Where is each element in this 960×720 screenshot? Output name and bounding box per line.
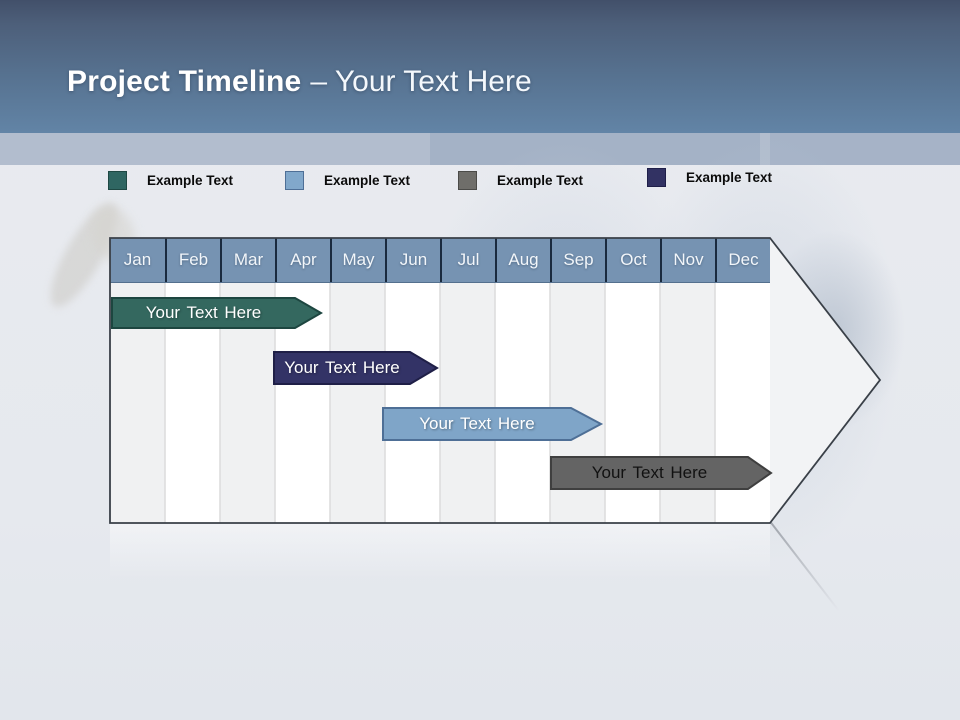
legend-item-teal[interactable]: Example Text bbox=[108, 169, 233, 191]
legend-swatch-teal bbox=[108, 170, 127, 190]
month-cell-apr: Apr bbox=[275, 238, 330, 282]
month-cell-mar: Mar bbox=[220, 238, 275, 282]
slide-title[interactable]: Project Timeline– Your Text Here bbox=[67, 60, 532, 104]
month-cell-feb: Feb bbox=[165, 238, 220, 282]
month-cell-jun: Jun bbox=[385, 238, 440, 282]
gantt-bar-label-2[interactable]: Your Text Here bbox=[284, 358, 400, 377]
arrow-reflection-edge bbox=[770, 521, 867, 646]
month-cell-may: May bbox=[330, 238, 385, 282]
legend-label: Example Text bbox=[686, 169, 773, 185]
month-cell-jan: Jan bbox=[123, 250, 152, 269]
month-cell-jul: Jul bbox=[440, 238, 495, 282]
slide-header: Project Timeline– Your Text Here bbox=[0, 0, 960, 133]
gantt-bar-label-1[interactable]: Your Text Here bbox=[145, 303, 262, 322]
gantt-bar-label-4[interactable]: Your Text Here bbox=[591, 463, 708, 482]
legend-swatch-blue bbox=[285, 170, 304, 190]
month-header-row: Jan Feb Mar Apr May Jun Jul Aug Sep Oct … bbox=[110, 238, 770, 283]
legend-swatch-gray bbox=[458, 170, 477, 190]
title-secondary: – Your Text Here bbox=[310, 65, 532, 98]
legend-swatch-navy bbox=[647, 167, 666, 187]
legend-item-blue[interactable]: Example Text bbox=[285, 169, 410, 191]
month-cell-sep: Sep bbox=[550, 238, 605, 282]
title-primary: Project Timeline bbox=[67, 65, 302, 98]
month-cell-aug: Aug bbox=[495, 238, 550, 282]
month-cell-oct: Oct bbox=[605, 238, 660, 282]
legend-label: Example Text bbox=[324, 172, 411, 188]
legend-label: Example Text bbox=[147, 172, 234, 188]
legend-label: Example Text bbox=[497, 172, 584, 188]
month-cell-dec: Dec bbox=[715, 238, 770, 282]
legend-item-navy[interactable]: Example Text bbox=[647, 166, 772, 188]
gantt-bar-label-3[interactable]: Your Text Here bbox=[419, 414, 535, 433]
background-figure bbox=[770, 133, 960, 165]
background-figure bbox=[430, 133, 760, 165]
legend-item-gray[interactable]: Example Text bbox=[458, 169, 583, 191]
month-cell-nov: Nov bbox=[660, 238, 715, 282]
